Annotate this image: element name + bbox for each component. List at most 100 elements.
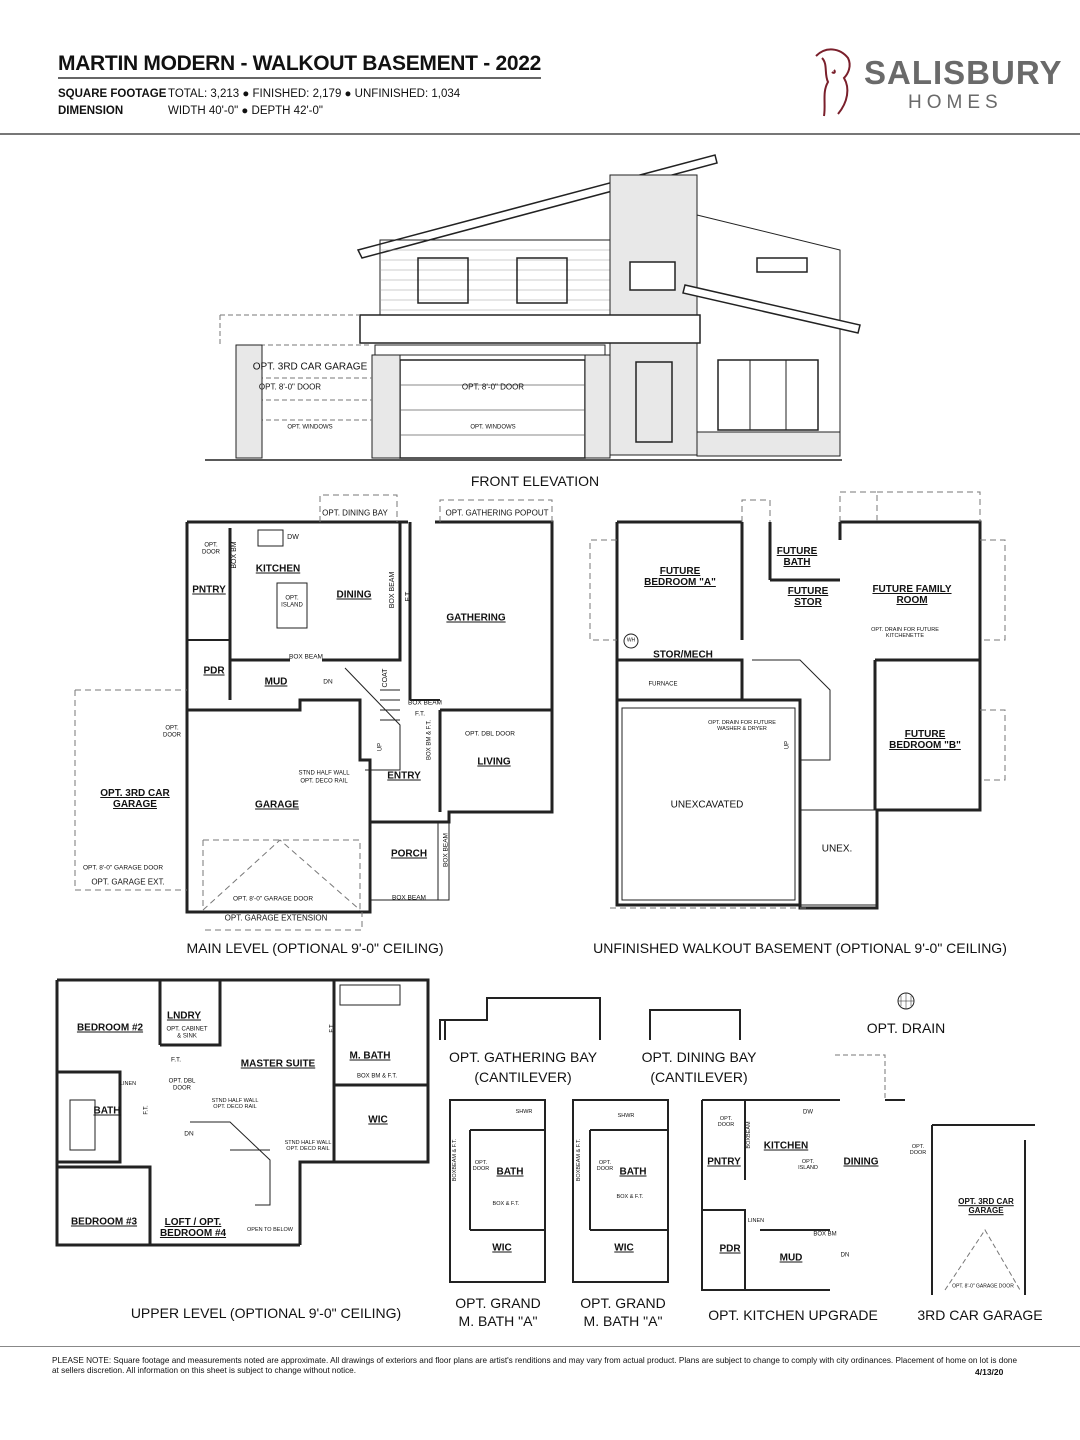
room-dining: DINING bbox=[336, 589, 372, 601]
gb2-box-ft: BOX & F.T. bbox=[616, 1193, 644, 1200]
main-level-drawing bbox=[74, 494, 554, 931]
main-ft-v: F.T. bbox=[405, 590, 413, 602]
upper-ft-1: F.T. bbox=[170, 1056, 182, 1064]
main-deco-rail: OPT. DECO RAIL bbox=[300, 778, 348, 785]
gb2-boxbeam: BOXBEAM & F.T. bbox=[575, 1138, 582, 1182]
page-title: MARTIN MODERN - WALKOUT BASEMENT - 2022 bbox=[58, 52, 541, 79]
logo-name: SALISBURY bbox=[864, 54, 1063, 91]
room-powder: PDR bbox=[203, 665, 225, 677]
room-entry: ENTRY bbox=[387, 770, 421, 782]
option-drawings bbox=[439, 992, 1035, 1295]
footer-divider bbox=[0, 1346, 1080, 1347]
upper-half-wall-2: STND HALF WALL OPT. DECO RAIL bbox=[284, 1139, 332, 1152]
room-wic: WIC bbox=[368, 1114, 388, 1126]
main-garage-door-3rd: OPT. 8'-0" GARAGE DOOR bbox=[82, 864, 164, 872]
kitchen-upgrade-caption: OPT. KITCHEN UPGRADE bbox=[708, 1306, 878, 1323]
gb2-bath: BATH bbox=[619, 1166, 647, 1178]
room-loft: LOFT / OPT. BEDROOM #4 bbox=[159, 1217, 227, 1239]
ku-kitchen: KITCHEN bbox=[763, 1140, 809, 1152]
main-dbl-door: OPT. DBL DOOR bbox=[465, 730, 515, 738]
upper-dn: DN bbox=[184, 1130, 194, 1138]
upper-level-drawing bbox=[55, 978, 430, 1247]
ku-island: OPT. ISLAND bbox=[798, 1158, 818, 1171]
main-box-beam-1: BOX BEAM bbox=[289, 653, 323, 661]
main-half-wall: STND HALF WALL bbox=[298, 770, 350, 777]
ku-dining: DINING bbox=[843, 1156, 879, 1168]
room-future-bedroom-b: FUTURE BEDROOM "B" bbox=[889, 729, 961, 751]
opt-dining-bay-caption-2: (CANTILEVER) bbox=[650, 1068, 748, 1085]
main-level-caption: MAIN LEVEL (OPTIONAL 9'-0" CEILING) bbox=[186, 939, 444, 956]
g3-opt-door: OPT. DOOR bbox=[909, 1143, 927, 1156]
opt-dining-bay-caption-1: OPT. DINING BAY bbox=[641, 1048, 757, 1065]
dimension-value: WIDTH 40'-0" ● DEPTH 42'-0" bbox=[168, 105, 323, 117]
main-garage-ext-3rd: OPT. GARAGE EXT. bbox=[91, 877, 165, 887]
main-box-beam-2: BOX BEAM bbox=[408, 699, 442, 707]
room-laundry: LNDRY bbox=[166, 1010, 202, 1022]
room-gathering: GATHERING bbox=[446, 612, 506, 624]
main-box-bm: BOX BM bbox=[231, 541, 239, 569]
ku-pdr: PDR bbox=[719, 1243, 741, 1255]
room-porch: PORCH bbox=[390, 848, 428, 860]
basement-drain-washer: OPT. DRAIN FOR FUTURE WASHER & DRYER bbox=[708, 719, 776, 732]
main-ft: F.T. bbox=[414, 710, 426, 718]
upper-ft-3: F.T. bbox=[329, 1023, 336, 1033]
dimension-label: DIMENSION bbox=[58, 105, 124, 117]
room-bedroom-2: BEDROOM #2 bbox=[76, 1022, 144, 1034]
upper-cabinet-sink: OPT. CABINET & SINK bbox=[166, 1026, 208, 1039]
gb1-opt-door: OPT. DOOR bbox=[472, 1159, 490, 1172]
room-garage: GARAGE bbox=[255, 799, 299, 811]
room-stor-mech: STOR/MECH bbox=[653, 649, 713, 661]
basement-drawing bbox=[589, 491, 1006, 910]
revision-date: 4/13/20 bbox=[975, 1367, 1004, 1377]
upper-open-below: OPEN TO BELOW bbox=[247, 1226, 293, 1233]
ku-boxbeam: BOXBEAM bbox=[745, 1121, 752, 1149]
gb2-caption-2: M. BATH "A" bbox=[583, 1312, 663, 1329]
upper-ft-2: F.T. bbox=[143, 1105, 150, 1115]
elev-door-right: OPT. 8'-0" DOOR bbox=[461, 382, 525, 392]
upper-level-caption: UPPER LEVEL (OPTIONAL 9'-0" CEILING) bbox=[130, 1304, 402, 1321]
basement-unex: UNEX. bbox=[821, 843, 853, 855]
main-coat: COAT bbox=[382, 668, 390, 688]
upper-box-bm-ft: BOX BM & F.T. bbox=[356, 1073, 398, 1080]
main-dw: DW bbox=[287, 534, 299, 542]
ku-dn: DN bbox=[840, 1252, 850, 1259]
opt-gathering-bay-caption-2: (CANTILEVER) bbox=[474, 1068, 572, 1085]
main-box-beam-porch: BOX BEAM bbox=[392, 894, 426, 902]
water-heater-label: WH bbox=[626, 637, 636, 644]
dimension: DIMENSION WIDTH 40'-0" ● DEPTH 42'-0" bbox=[58, 105, 323, 117]
front-elevation-drawing bbox=[205, 154, 861, 461]
room-bedroom-3: BEDROOM #3 bbox=[70, 1216, 138, 1228]
room-master-bath: M. BATH bbox=[349, 1050, 391, 1062]
gb1-bath: BATH bbox=[496, 1166, 524, 1178]
room-bath: BATH bbox=[93, 1105, 121, 1117]
gb1-box-ft: BOX & F.T. bbox=[492, 1200, 520, 1207]
room-mud: MUD bbox=[264, 676, 288, 688]
elev-windows-left: OPT. WINDOWS bbox=[287, 424, 333, 431]
gb1-caption-2: M. BATH "A" bbox=[458, 1312, 538, 1329]
main-opt-door-garage: OPT. DOOR bbox=[163, 725, 181, 738]
room-future-family: FUTURE FAMILY ROOM bbox=[872, 584, 952, 606]
g3-garage: OPT. 3RD CAR GARAGE bbox=[958, 1197, 1014, 1215]
room-pantry: PNTRY bbox=[192, 584, 226, 596]
upper-linen: LINEN bbox=[119, 1080, 137, 1087]
elev-opt-3rd-car-garage: OPT. 3RD CAR GARAGE bbox=[252, 361, 368, 373]
room-opt-3rd-car-garage: OPT. 3RD CAR GARAGE bbox=[100, 788, 170, 810]
room-future-bath: FUTURE BATH bbox=[776, 546, 818, 568]
header-divider bbox=[0, 133, 1080, 135]
ku-pantry: PNTRY bbox=[707, 1156, 741, 1168]
elev-door-left: OPT. 8'-0" DOOR bbox=[258, 382, 322, 392]
main-dn: DN bbox=[323, 678, 333, 686]
opt-drain-caption: OPT. DRAIN bbox=[866, 1019, 946, 1036]
main-box-beam-porch-v: BOX BEAM bbox=[442, 833, 450, 867]
room-future-bedroom-a: FUTURE BEDROOM "A" bbox=[644, 566, 716, 588]
basement-drain-kitchenette: OPT. DRAIN FOR FUTURE KITCHENETTE bbox=[871, 626, 939, 639]
basement-caption: UNFINISHED WALKOUT BASEMENT (OPTIONAL 9'… bbox=[593, 939, 1007, 956]
room-kitchen: KITCHEN bbox=[255, 563, 301, 575]
main-box-beam-v: BOX BEAM bbox=[389, 571, 397, 609]
gb2-shower: SHWR bbox=[617, 1112, 635, 1119]
ku-mud: MUD bbox=[779, 1252, 803, 1264]
gb1-wic: WIC bbox=[492, 1242, 512, 1254]
ku-box-bm: BOX BM bbox=[813, 1231, 837, 1238]
gb2-wic: WIC bbox=[614, 1242, 634, 1254]
